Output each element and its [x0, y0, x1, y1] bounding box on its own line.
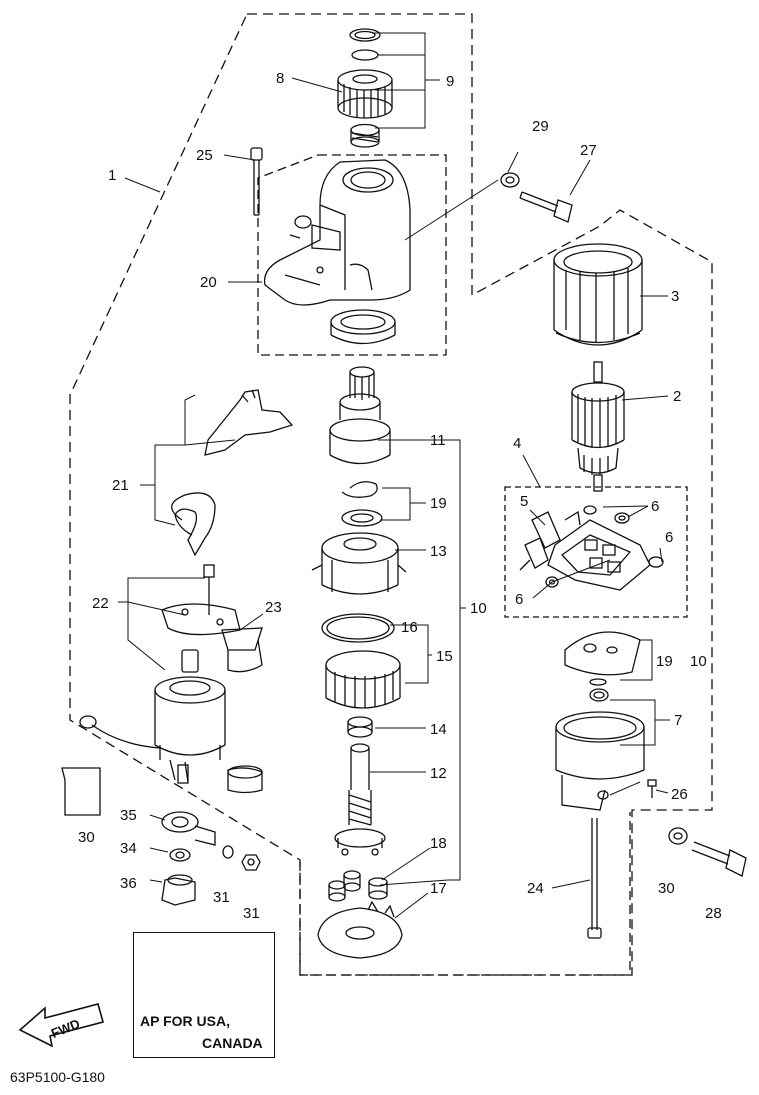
callout-29: 36	[120, 875, 137, 892]
label-sticker	[61, 767, 101, 816]
through-bolt	[587, 818, 602, 939]
callout-34: 31	[213, 889, 230, 906]
bolt-30-bottom	[668, 827, 747, 877]
callout-6c: 6	[515, 591, 523, 608]
note-line-2: CANADA	[202, 1035, 263, 1051]
usa-canada-note-box: AP FOR USA, CANADA	[133, 932, 275, 1058]
callout-12: 12	[430, 765, 447, 782]
circlip-washer	[341, 481, 383, 527]
armature	[571, 361, 625, 492]
assembly-outline-20	[257, 154, 447, 356]
assembly-outline-10	[299, 812, 631, 976]
callout-8: 8	[276, 70, 284, 87]
leader-lines	[118, 32, 670, 919]
callout-5: 5	[520, 493, 528, 510]
callout-15: 15	[436, 648, 453, 665]
diagram-code: 63P5100-G180	[10, 1069, 105, 1085]
callout-19-front: 19	[430, 495, 447, 512]
callout-24: 24	[527, 880, 544, 897]
bolt-25	[250, 147, 263, 216]
callout-7: 7	[674, 712, 682, 729]
callout-20: 20	[200, 274, 217, 291]
front-bracket	[263, 159, 411, 306]
solenoid	[79, 564, 263, 794]
pinion-gear	[337, 69, 393, 119]
pinion-shaft	[334, 743, 386, 856]
screw-26	[647, 779, 657, 798]
callout-17: 17	[430, 880, 447, 897]
internal-gear-ring	[321, 613, 401, 709]
callout-6b: 6	[665, 529, 673, 546]
callout-23: 23	[265, 599, 282, 616]
yoke	[553, 243, 643, 346]
callout-10-rear: 10	[690, 653, 707, 670]
drive-shaft-top	[329, 366, 391, 465]
pinion-kit	[349, 28, 381, 148]
callout-21: 21	[112, 477, 129, 494]
brush-holder-assembly	[519, 505, 664, 591]
callout-25: 25	[196, 147, 213, 164]
callout-26: 26	[671, 786, 688, 803]
callout-16: 16	[401, 619, 418, 636]
fwd-label: FWD	[49, 1016, 82, 1041]
shift-lever	[171, 389, 294, 557]
callout-4: 4	[513, 435, 521, 452]
callout-28: 35	[120, 807, 137, 824]
gear-plate	[317, 900, 403, 959]
callout-30-bottom: 28	[705, 905, 722, 922]
callout-31-top: 29	[532, 118, 549, 135]
callout-1: 1	[108, 167, 116, 184]
bolt-30-top	[500, 172, 573, 223]
callout-6a: 6	[651, 498, 659, 515]
callout-30-top: 27	[580, 142, 597, 159]
callout-32: 30	[78, 829, 95, 846]
callout-3: 3	[671, 288, 679, 305]
planet-gears	[328, 870, 388, 902]
callout-13: 13	[430, 543, 447, 560]
callout-2: 2	[673, 388, 681, 405]
callout-9: 9	[446, 73, 454, 90]
bushing	[347, 716, 373, 738]
assembly-outline-4	[504, 486, 688, 618]
callout-11: 11	[430, 432, 446, 449]
callout-31-bottom: 30	[658, 880, 675, 897]
assembly-outline-1	[69, 13, 713, 976]
callout-10-main: 10	[470, 600, 487, 617]
callout-27: 34	[120, 840, 137, 857]
fwd-arrow	[18, 1003, 104, 1048]
callout-33: 31	[243, 905, 260, 922]
rear-cover	[555, 631, 645, 811]
planet-carrier	[311, 532, 407, 595]
note-line-1: AP FOR USA,	[140, 1013, 230, 1029]
callout-19-rear: 19	[656, 653, 673, 670]
terminal-parts	[161, 811, 261, 906]
callout-14: 14	[430, 721, 447, 738]
callout-18: 18	[430, 835, 447, 852]
callout-labels: 1 2 3 4 5 6 6 6 6 7 8 9 10 10 11 12 13 1…	[49, 70, 722, 1041]
bearing	[330, 309, 396, 345]
callout-22: 22	[92, 595, 109, 612]
